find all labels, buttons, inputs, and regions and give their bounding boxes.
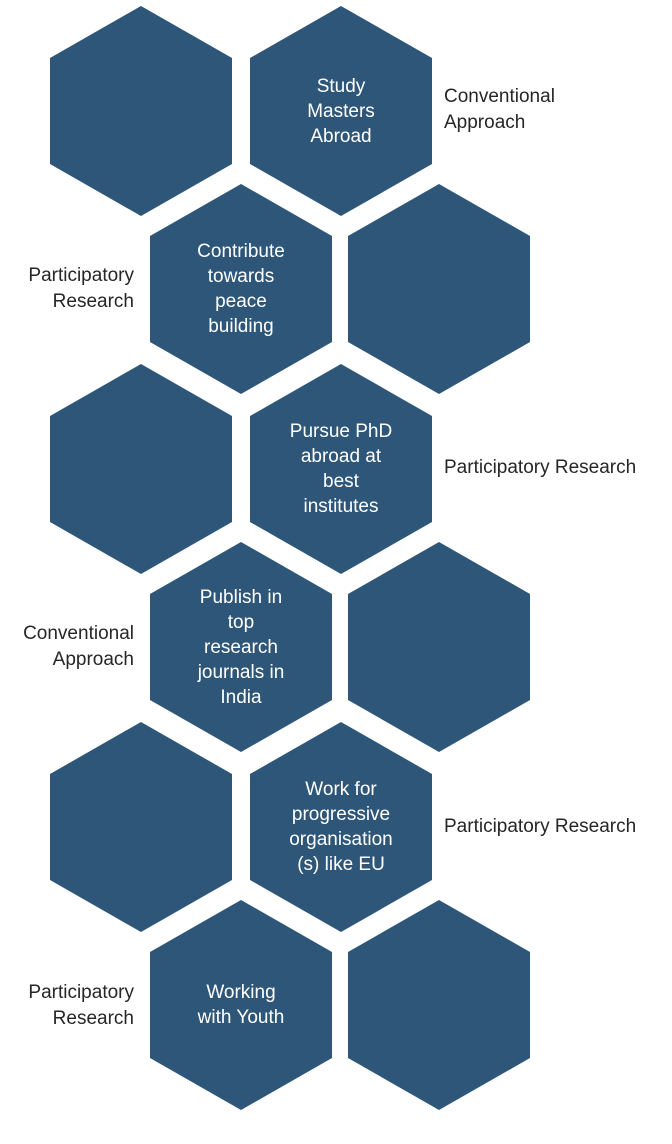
approach-label: Participatory Research: [444, 457, 637, 478]
hexagon-blank: [348, 900, 530, 1110]
hexagon-contribute-peace-building: Contribute towards peace building: [150, 184, 332, 394]
hexagon-blank: [348, 184, 530, 394]
hexagon-study-masters-abroad: Study Masters Abroad: [250, 6, 432, 216]
hexagon-work-progressive-organisation: Work for progressive organisation (s) li…: [250, 722, 432, 932]
hexagon-blank: [348, 542, 530, 752]
approach-label: Participatory Research: [444, 816, 637, 837]
hexagon-text: Pursue PhD abroad at best institutes: [289, 421, 393, 517]
hexagon-text: Study Masters Abroad: [307, 75, 375, 147]
hexagon-text: Working with Youth: [197, 982, 285, 1028]
hexagon-publish-research-journals: Publish in top research journals in Indi…: [150, 542, 332, 752]
approach-label: Participatory Research: [28, 265, 134, 312]
hexagon-text: Work for progressive organisation (s) li…: [289, 779, 393, 875]
hexagon-blank: [50, 6, 232, 216]
approach-label: Participatory Research: [28, 982, 134, 1029]
hexagon-blank: [50, 364, 232, 574]
approach-label: Conventional Approach: [23, 623, 134, 670]
hexagon-text: Publish in top research journals in Indi…: [197, 586, 285, 708]
approach-label: Conventional Approach: [444, 86, 555, 133]
hexagon-pursue-phd-abroad: Pursue PhD abroad at best institutes: [250, 364, 432, 574]
hexagon-text: Contribute towards peace building: [197, 241, 285, 337]
hexagon-working-with-youth: Working with Youth: [150, 900, 332, 1110]
hexagon-blank: [50, 722, 232, 932]
